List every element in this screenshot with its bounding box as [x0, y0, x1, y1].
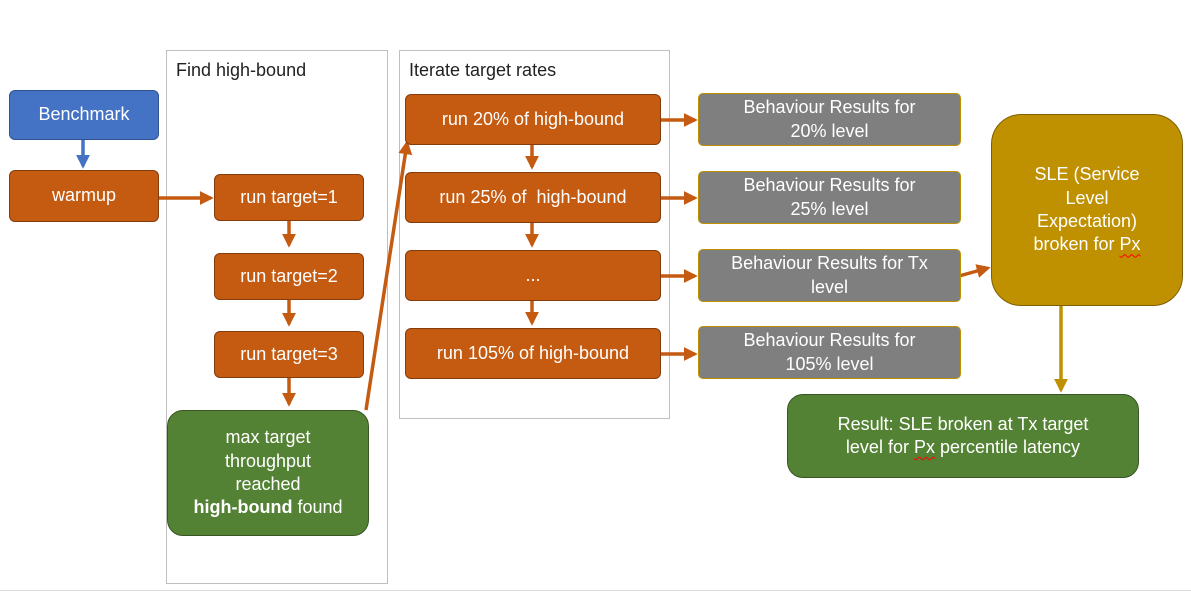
sle-px: Px: [1119, 234, 1141, 255]
run-target-1-box: run target=1: [214, 174, 364, 221]
result-105-line1: Behaviour Results for: [743, 330, 916, 351]
sle-line4: broken for Px: [1033, 233, 1140, 256]
max-target-line2: throughput: [224, 450, 312, 471]
arrow-resulttx-sle: [958, 264, 991, 278]
warmup-label: warmup: [51, 185, 117, 206]
final-result-line1: Result: SLE broken at Tx target: [837, 413, 1089, 434]
max-target-line3: reached: [235, 474, 301, 494]
sle-line3: Expectation): [1036, 211, 1138, 231]
run-target-3-label: run target=3: [240, 343, 338, 364]
result-105-box: Behaviour Results for 105% level: [698, 326, 961, 379]
final-result-line2: level for Px percentile latency: [846, 436, 1080, 459]
result-25-box: Behaviour Results for 25% level: [698, 171, 961, 224]
max-target-line1: max target: [225, 427, 311, 448]
final-result-percentile: percentile latency: [934, 437, 1081, 457]
sle-box: SLE (Service Level Expectation) broken f…: [991, 114, 1183, 306]
final-result-level-for: level for: [845, 437, 914, 457]
run-target-3-box: run target=3: [214, 331, 364, 378]
result-25-line2: 25% level: [790, 198, 869, 219]
run-105-box: run 105% of high-bound: [405, 328, 661, 379]
benchmark-box: Benchmark: [9, 90, 159, 140]
result-105-line2: 105% level: [785, 353, 874, 374]
max-target-box: max target throughput reached high-bound…: [167, 410, 369, 536]
run-target-2-box: run target=2: [214, 253, 364, 300]
warmup-box: warmup: [9, 170, 159, 222]
run-ellipsis-box: ...: [405, 250, 661, 301]
high-bound-bold: high-bound: [193, 497, 293, 518]
max-target-line4: high-bound found: [193, 496, 342, 519]
max-target-found: found: [292, 497, 343, 518]
result-20-line1: Behaviour Results for: [743, 97, 916, 118]
run-20-box: run 20% of high-bound: [405, 94, 661, 145]
iterate-target-rates-title: Iterate target rates: [409, 60, 557, 80]
sle-line1: SLE (Service: [1034, 164, 1140, 185]
sle-line2: Level: [1065, 187, 1109, 208]
result-20-box: Behaviour Results for 20% level: [698, 93, 961, 146]
run-target-2-label: run target=2: [240, 265, 338, 286]
run-ellipsis-label: ...: [525, 264, 541, 285]
run-25-box: run 25% of high-bound: [405, 172, 661, 223]
result-tx-box: Behaviour Results for Tx level: [698, 249, 961, 302]
run-20-label: run 20% of high-bound: [441, 108, 625, 129]
result-20-line2: 20% level: [790, 120, 869, 141]
result-tx-line1: Behaviour Results for Tx: [731, 253, 928, 274]
bottom-divider: [0, 590, 1191, 591]
result-25-line1: Behaviour Results for: [743, 175, 916, 196]
final-result-px: Px: [913, 437, 935, 457]
benchmark-label: Benchmark: [38, 104, 130, 125]
sle-broken-for: broken for: [1033, 234, 1120, 255]
final-result-box: Result: SLE broken at Tx target level fo…: [787, 394, 1139, 478]
result-tx-line2: level: [810, 276, 849, 297]
run-105-label: run 105% of high-bound: [436, 342, 630, 363]
run-25-label: run 25% of high-bound: [439, 186, 627, 207]
find-high-bound-title: Find high-bound: [176, 60, 307, 80]
run-target-1-label: run target=1: [240, 186, 338, 207]
arrow-max-run20: [364, 140, 413, 411]
